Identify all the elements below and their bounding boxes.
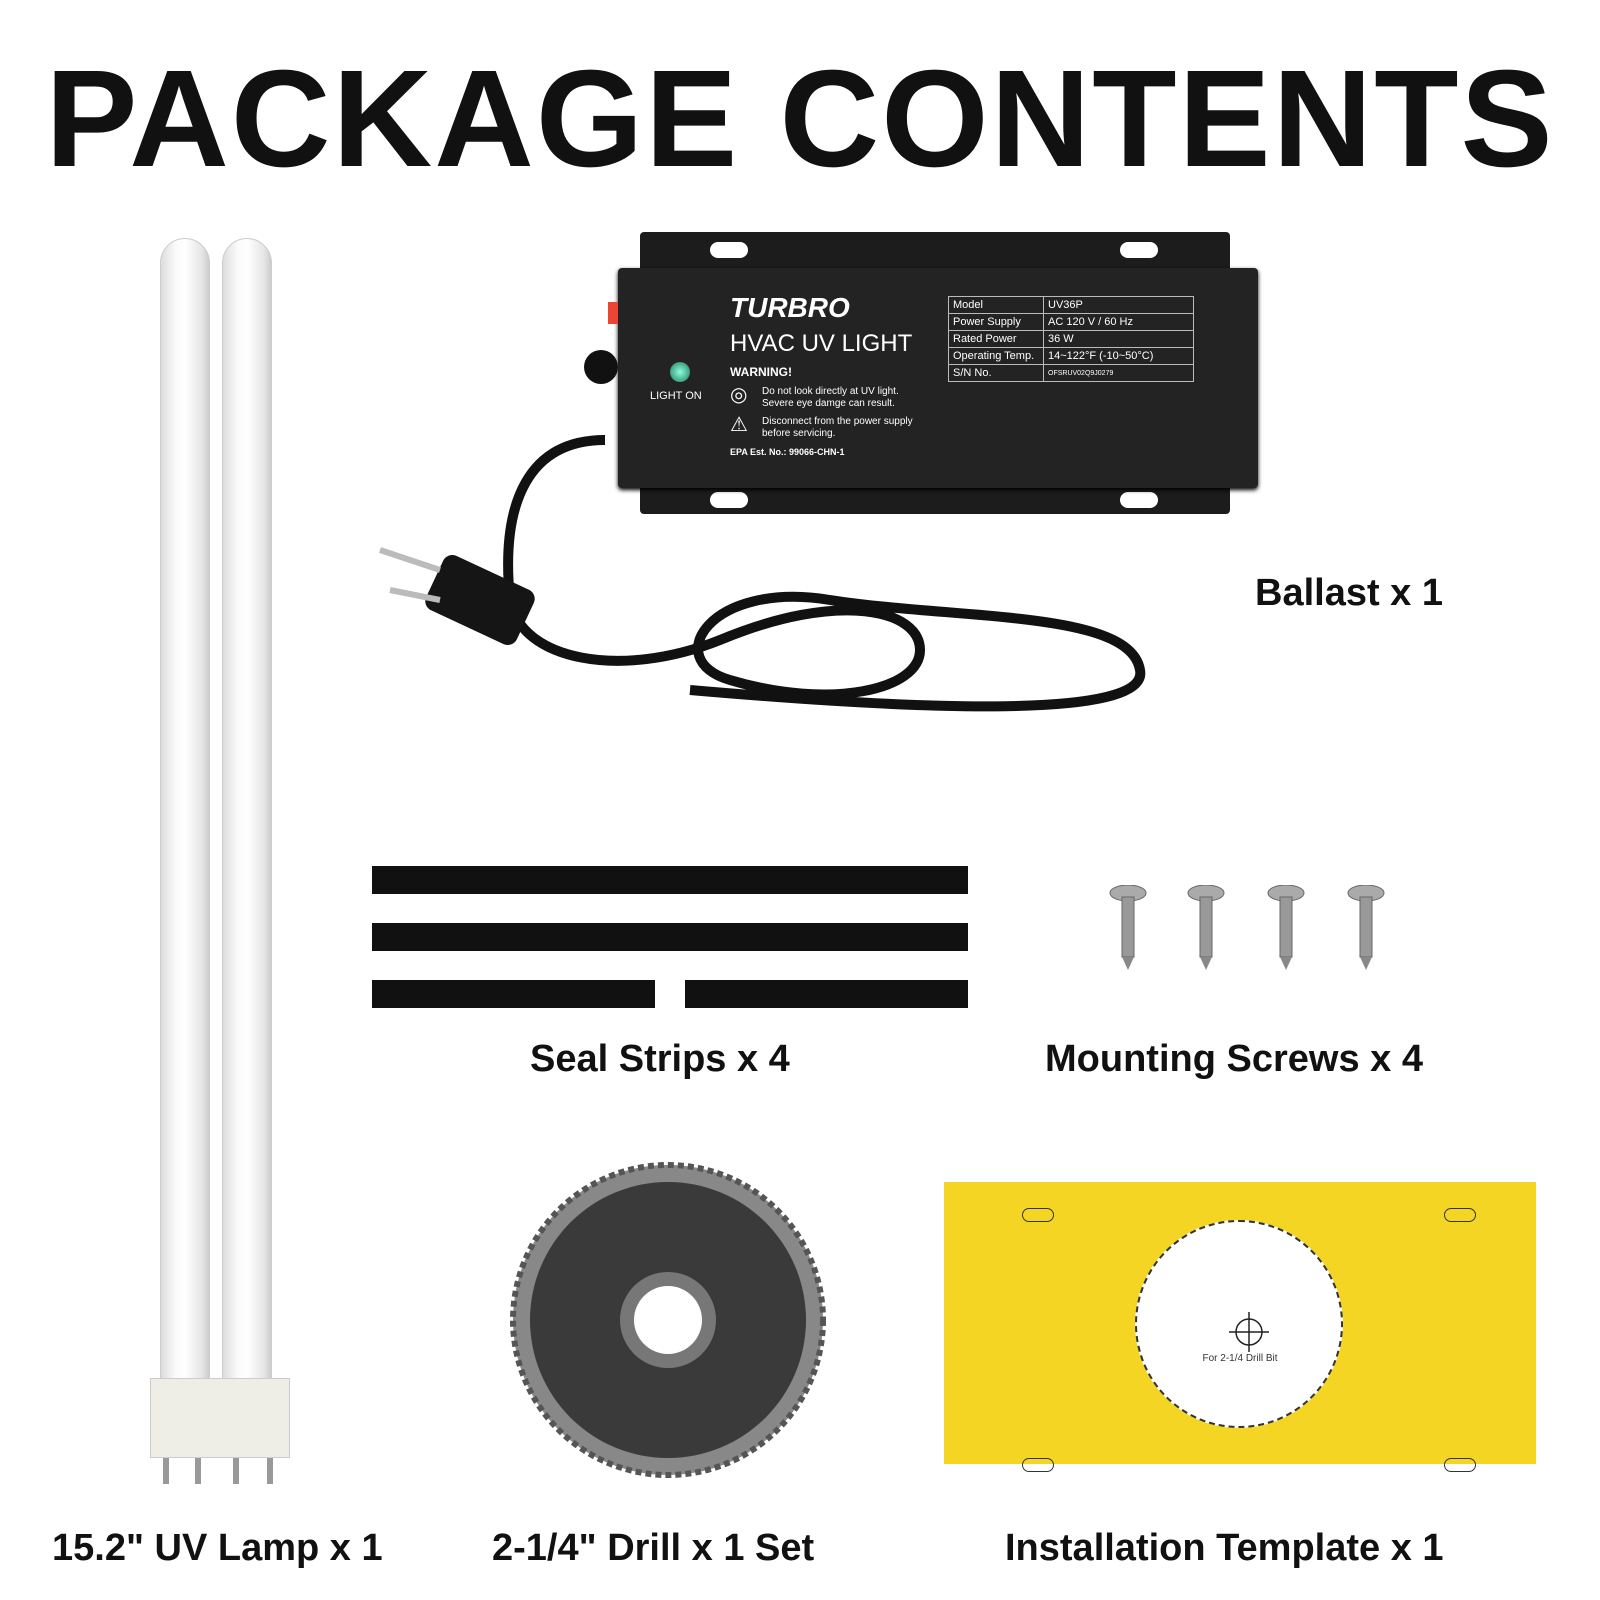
spec-row: Operating Temp.14~122°F (-10~50°C) (948, 347, 1194, 365)
hazard-icon: ⚠ (730, 414, 748, 436)
eye-warning-icon: ◎ (730, 384, 748, 406)
screw (1347, 885, 1385, 970)
warning-text: Severe eye damge can result. (762, 398, 895, 409)
crosshair-icon (1229, 1312, 1269, 1352)
spec-value: AC 120 V / 60 Hz (1043, 313, 1194, 331)
screws-caption: Mounting Screws x 4 (1045, 1038, 1423, 1080)
spec-value: 14~122°F (-10~50°C) (1043, 347, 1194, 365)
spec-row: S/N No.OFSRUV02Q9J0279 (948, 364, 1194, 382)
spec-value: UV36P (1043, 296, 1194, 314)
product-name: HVAC UV LIGHT (730, 330, 913, 357)
template-caption: Installation Template x 1 (1005, 1527, 1444, 1569)
spec-label: Model (948, 296, 1044, 314)
lamp-caption: 15.2" UV Lamp x 1 (52, 1527, 383, 1569)
screw (1187, 885, 1225, 970)
template-hole-label: For 2-1/4 Drill Bit (1202, 1353, 1278, 1364)
drill-hole-outline (1135, 1220, 1343, 1428)
spec-label: Operating Temp. (948, 347, 1044, 365)
spec-label: Power Supply (948, 313, 1044, 331)
brand-logo: TURBRO (730, 292, 850, 323)
drill-caption: 2-1/4" Drill x 1 Set (492, 1527, 815, 1569)
screws-image (1109, 885, 1385, 970)
screw (1267, 885, 1305, 970)
light-on-label: LIGHT ON (650, 390, 702, 402)
epa-number: EPA Est. No.: 99066-CHN-1 (730, 447, 845, 457)
power-cord (379, 435, 1146, 712)
spec-value: OFSRUV02Q9J0279 (1043, 364, 1194, 382)
screw (1109, 885, 1147, 970)
spec-label: S/N No. (948, 364, 1044, 382)
warning-text: before servicing. (762, 428, 836, 439)
ballast-caption: Ballast x 1 (1255, 572, 1443, 614)
seal-strips-caption: Seal Strips x 4 (530, 1038, 790, 1080)
spec-value: 36 W (1043, 330, 1194, 348)
warning-text: Do not look directly at UV light. (762, 386, 899, 397)
hole-saw-image (510, 1162, 826, 1478)
warning-text: Disconnect from the power supply (762, 416, 913, 427)
page-title: PACKAGE CONTENTS (45, 42, 1555, 196)
spec-label: Rated Power (948, 330, 1044, 348)
warning-heading: WARNING! (730, 365, 792, 379)
